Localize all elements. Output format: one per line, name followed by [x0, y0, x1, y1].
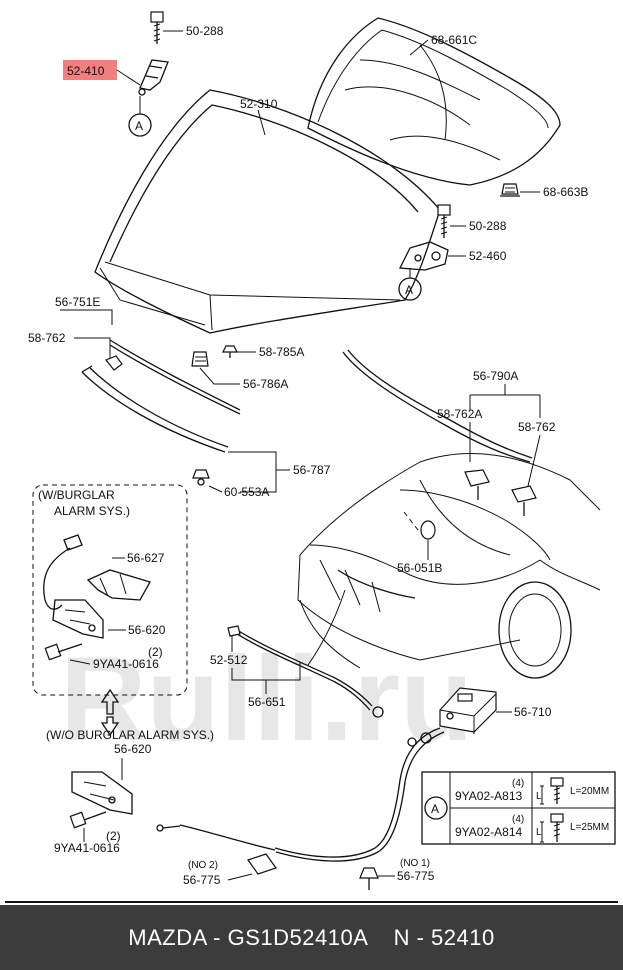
- label-56-051b: 56-051B: [397, 561, 442, 575]
- label-58-762-right: 58-762: [518, 420, 556, 434]
- ref-a-top: A: [135, 119, 143, 133]
- note-no2: (NO 2): [188, 860, 218, 871]
- clip-56-775-no2[interactable]: [247, 853, 277, 875]
- part-9ya02-a814: 9YA02-A814: [455, 825, 522, 839]
- note-burglar-line1: (W/BURGLAR: [38, 488, 115, 502]
- release-cable-56-710[interactable]: [156, 727, 445, 862]
- label-52-512: 52-512: [210, 653, 248, 667]
- clip-52-512[interactable]: [227, 625, 241, 637]
- label-58-785a: 58-785A: [259, 345, 304, 359]
- release-handle-56-710[interactable]: [439, 687, 497, 734]
- label-50-288-mid: 50-288: [469, 219, 507, 233]
- hood-insulator-68-661c[interactable]: [307, 17, 561, 186]
- dim-l-a814: L: [536, 827, 542, 838]
- footer-brand: MAZDA: [128, 925, 207, 950]
- hood-latch-56-620-a[interactable]: [52, 599, 104, 639]
- label-58-762a: 58-762A: [437, 407, 482, 421]
- footer-catalog-code: N - 52410: [393, 925, 495, 950]
- ref-a-mid: A: [405, 283, 413, 297]
- label-52-460: 52-460: [469, 249, 507, 263]
- seal-56-790a[interactable]: [342, 349, 533, 463]
- bolt-9ya41-0616-b[interactable]: [69, 811, 107, 829]
- burglar-alarm-box: [32, 484, 188, 696]
- ref-a-circle-top: [128, 113, 152, 137]
- label-56-787: 56-787: [293, 463, 331, 477]
- qty-9ya02-a814: (4): [512, 814, 524, 825]
- label-56-786a: 56-786A: [243, 377, 288, 391]
- label-56-620-a: 56-620: [128, 623, 166, 637]
- grommet-56-051b[interactable]: [420, 520, 436, 540]
- label-9ya41-0616-a: 9YA41-0616: [93, 657, 159, 671]
- label-52-310: 52-310: [240, 97, 278, 111]
- label-52-410[interactable]: 52-410: [67, 64, 105, 78]
- hood-stay-56-651[interactable]: [233, 627, 384, 718]
- hood-hinge-52-410[interactable]: [138, 59, 169, 96]
- highlight-52-410: [63, 60, 117, 80]
- bumper-58-785a[interactable]: [222, 345, 238, 358]
- watermark: Rulli.ru: [60, 632, 473, 766]
- footer-gap: [367, 925, 393, 950]
- seal-56-751e[interactable]: [109, 339, 241, 415]
- clip-60-553a[interactable]: [192, 469, 210, 486]
- clip-56-775-no1[interactable]: [359, 867, 379, 890]
- release-cable-segment: [307, 569, 416, 666]
- bumper-56-786a[interactable]: [191, 351, 209, 367]
- qty-9ya02-a813: (4): [512, 778, 524, 789]
- label-56-651: 56-651: [248, 695, 286, 709]
- parts-diagram: Rulli.ru 50-288 52-410 A 52-310 68-661C: [5, 11, 618, 903]
- label-56-775-no2: 56-775: [183, 873, 221, 887]
- bolt-50-288-mid[interactable]: [437, 204, 451, 238]
- label-68-661c: 68-661C: [431, 33, 477, 47]
- clip-58-762a[interactable]: [464, 469, 490, 500]
- length-a814: L=25MM: [570, 822, 609, 833]
- label-50-288-top: 50-288: [186, 24, 224, 38]
- clip-58-762-left[interactable]: [105, 355, 123, 371]
- note-wo-burglar: (W/O BURGLAR ALARM SYS.): [46, 728, 214, 742]
- dim-l-a813: L: [536, 791, 542, 802]
- label-9ya41-0616-b: 9YA41-0616: [54, 841, 120, 855]
- hood-panel-52-310[interactable]: [94, 89, 441, 334]
- label-58-762-left: 58-762: [28, 331, 66, 345]
- qty-9ya41-0616-a: (2): [148, 645, 163, 659]
- alarm-switch-56-627[interactable]: [43, 534, 151, 610]
- label-56-751e: 56-751E: [55, 295, 100, 309]
- footer-sep: -: [206, 925, 228, 950]
- qty-9ya41-0616-b: (2): [106, 829, 121, 843]
- clip-68-663b[interactable]: [500, 183, 520, 197]
- interchange-arrow-icon: [100, 688, 120, 737]
- seal-56-787[interactable]: [81, 365, 229, 453]
- label-56-710: 56-710: [514, 705, 552, 719]
- label-56-627: 56-627: [127, 551, 165, 565]
- label-56-790a: 56-790A: [473, 369, 518, 383]
- bolt-9ya41-0616-a[interactable]: [44, 643, 83, 661]
- callout-letter: A: [431, 802, 439, 816]
- footer-part-number: GS1D52410A: [227, 925, 368, 950]
- label-68-663b: 68-663B: [543, 185, 588, 199]
- label-56-775-no1: 56-775: [397, 869, 435, 883]
- note-burglar-line2: ALARM SYS.): [54, 504, 130, 518]
- part-number-footer: MAZDA - GS1D52410A N - 52410: [0, 905, 623, 970]
- fastener-callout-table: [421, 771, 616, 845]
- label-56-620-b: 56-620: [114, 742, 152, 756]
- note-no1: (NO 1): [400, 858, 430, 869]
- hood-hinge-52-460[interactable]: [398, 241, 449, 271]
- hood-latch-56-620-b[interactable]: [71, 771, 133, 815]
- length-a813: L=20MM: [570, 786, 609, 797]
- clip-58-762-right[interactable]: [511, 485, 537, 516]
- label-60-553a: 60-553A: [224, 485, 269, 499]
- bolt-50-288-top[interactable]: [150, 11, 164, 44]
- ref-a-circle-mid: [398, 277, 422, 301]
- bolt-icon-a814: [540, 813, 564, 843]
- bolt-icon-a813: [540, 777, 564, 805]
- part-9ya02-a813: 9YA02-A813: [455, 789, 522, 803]
